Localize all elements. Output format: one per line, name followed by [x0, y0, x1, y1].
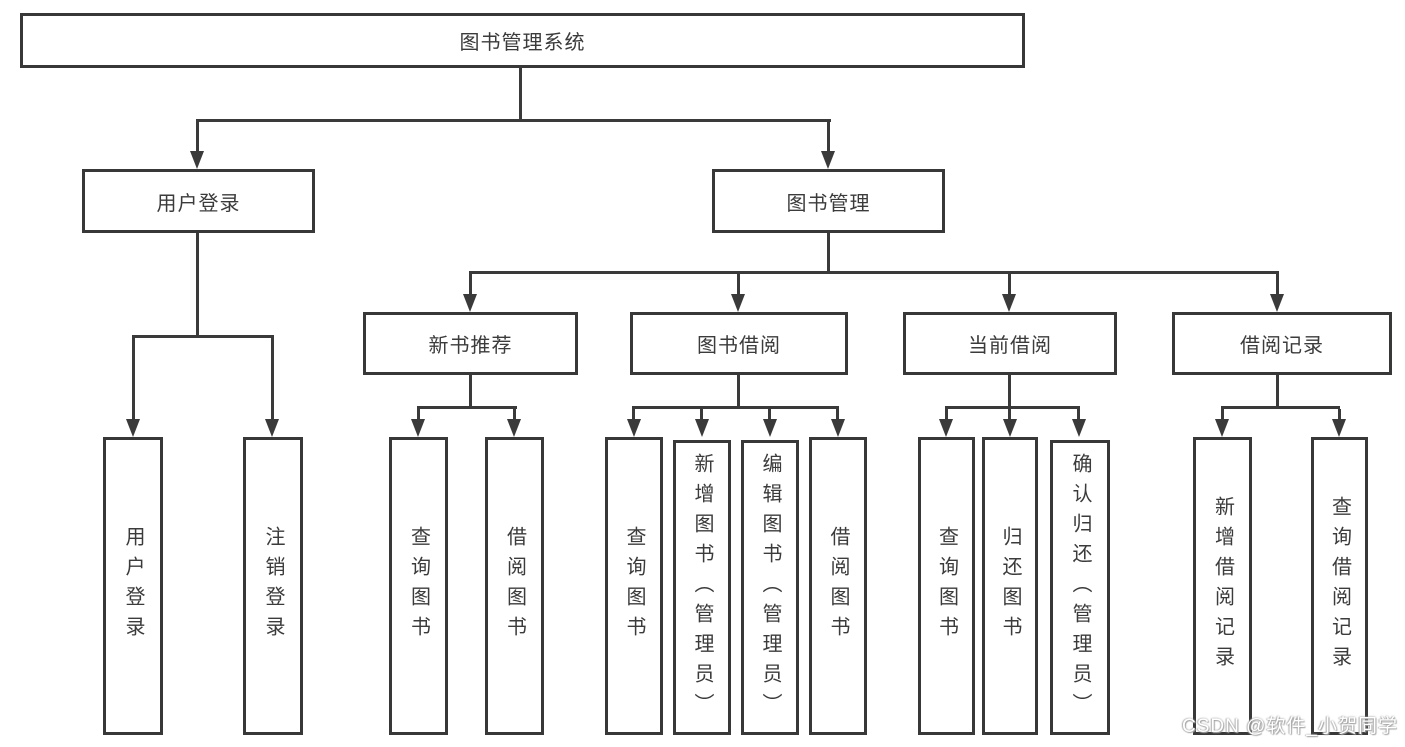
node-user-login: 用户登录: [82, 169, 315, 233]
leaf-newbook-query-label: 查询图书: [407, 526, 430, 646]
arrowhead-user-login: [190, 151, 204, 169]
edge-to-current-return: [1008, 409, 1011, 422]
arrowhead-current-confirm: [1072, 419, 1086, 437]
leaf-current-confirm-admin-label: 确认归还（管理员）: [1069, 452, 1091, 723]
node-book-management: 图书管理: [712, 169, 945, 233]
leaf-borrow-edit-admin-label: 编辑图书（管理员）: [759, 452, 781, 723]
leaf-borrow-add-admin-label: 新增图书（管理员）: [691, 452, 713, 723]
arrowhead-borrow-edit: [763, 419, 777, 437]
edge-newbook-drop: [469, 375, 472, 408]
edge-to-book-borrow: [737, 274, 740, 296]
node-borrow-records-label: 借阅记录: [1240, 335, 1324, 357]
leaf-newbook-borrow-label: 借阅图书: [503, 526, 526, 646]
edge-root-drop: [519, 68, 522, 122]
edge-records-drop: [1276, 375, 1279, 408]
arrowhead-current-borrow: [1002, 294, 1016, 312]
edge-to-current-borrow: [1008, 274, 1011, 296]
arrowhead-borrow-add: [695, 419, 709, 437]
edge-to-borrow-book: [836, 409, 839, 422]
leaf-logout: 注销登录: [243, 437, 303, 735]
leaf-user-login: 用户登录: [103, 437, 163, 735]
edge-user-login-rail: [132, 335, 274, 338]
leaf-current-query: 查询图书: [918, 437, 975, 735]
node-root-label: 图书管理系统: [459, 32, 586, 54]
edge-to-new-book: [469, 274, 472, 296]
edge-current-rail: [945, 406, 1080, 409]
leaf-current-return-label: 归还图书: [999, 526, 1021, 646]
edge-to-newbook-query: [417, 409, 420, 422]
edge-to-records-add: [1221, 409, 1224, 422]
leaf-logout-label: 注销登录: [262, 526, 284, 646]
edge-to-book-management: [827, 122, 830, 153]
edge-to-newbook-borrow: [513, 409, 516, 422]
arrowhead-newbook-borrow: [507, 419, 521, 437]
edge-to-current-query: [945, 409, 948, 422]
edge-level2-rail: [196, 119, 831, 122]
edge-to-leaf-login: [132, 338, 135, 421]
arrowhead-current-return: [1003, 419, 1017, 437]
edge-to-current-confirm: [1077, 409, 1080, 422]
edge-records-rail: [1221, 406, 1340, 409]
leaf-newbook-query: 查询图书: [389, 437, 448, 735]
edge-to-user-login: [196, 122, 199, 153]
leaf-current-confirm-admin: 确认归还（管理员）: [1050, 440, 1110, 735]
csdn-watermark: CSDN @软件_小贺同学: [1182, 716, 1398, 737]
arrowhead-borrow-records: [1270, 294, 1284, 312]
leaf-records-add: 新增借阅记录: [1193, 437, 1252, 735]
edge-borrow-drop: [737, 375, 740, 408]
arrowhead-records-add: [1215, 419, 1229, 437]
node-new-book-recommend: 新书推荐: [363, 312, 578, 375]
node-book-management-label: 图书管理: [786, 192, 871, 215]
edge-to-records-query: [1338, 409, 1341, 422]
arrowhead-book-management: [821, 151, 835, 169]
edge-current-drop: [1008, 375, 1011, 408]
arrowhead-borrow-query: [627, 419, 641, 437]
arrowhead-book-borrow: [731, 294, 745, 312]
arrowhead-records-query: [1332, 419, 1346, 437]
arrowhead-leaf-logout: [265, 419, 279, 437]
edge-to-borrow-edit: [768, 409, 771, 422]
arrowhead-borrow-book: [831, 419, 845, 437]
arrowhead-new-book: [463, 294, 477, 312]
arrowhead-current-query: [939, 419, 953, 437]
leaf-borrow-book: 借阅图书: [809, 437, 867, 735]
edge-to-leaf-logout: [271, 338, 274, 421]
edge-newbook-rail: [417, 406, 517, 409]
node-borrow-records: 借阅记录: [1172, 312, 1392, 375]
leaf-records-add-label: 新增借阅记录: [1211, 496, 1234, 676]
node-book-borrow: 图书借阅: [630, 312, 848, 375]
leaf-current-return: 归还图书: [982, 437, 1038, 735]
node-book-borrow-label: 图书借阅: [697, 335, 781, 357]
leaf-borrow-book-label: 借阅图书: [827, 526, 849, 646]
edge-borrow-rail: [632, 406, 839, 409]
arrowhead-leaf-login: [126, 419, 140, 437]
edge-to-borrow-query: [632, 409, 635, 422]
edge-to-borrow-records: [1276, 274, 1279, 296]
leaf-newbook-borrow: 借阅图书: [485, 437, 544, 735]
node-current-borrow-label: 当前借阅: [968, 335, 1052, 357]
arrowhead-newbook-query: [411, 419, 425, 437]
leaf-borrow-edit-admin: 编辑图书（管理员）: [741, 440, 799, 735]
edge-to-borrow-add: [700, 409, 703, 422]
leaf-current-query-label: 查询图书: [935, 526, 958, 646]
node-user-login-label: 用户登录: [156, 192, 241, 215]
leaf-records-query: 查询借阅记录: [1311, 437, 1368, 735]
leaf-user-login-label: 用户登录: [122, 526, 144, 646]
leaf-borrow-add-admin: 新增图书（管理员）: [673, 440, 731, 735]
node-new-book-recommend-label: 新书推荐: [428, 335, 513, 357]
leaf-records-query-label: 查询借阅记录: [1328, 496, 1351, 676]
edge-level3-rail: [469, 271, 1279, 274]
leaf-borrow-query: 查询图书: [605, 437, 663, 735]
node-current-borrow: 当前借阅: [903, 312, 1117, 375]
edge-user-login-drop: [196, 233, 199, 337]
node-root: 图书管理系统: [20, 13, 1025, 68]
leaf-borrow-query-label: 查询图书: [623, 526, 645, 646]
edge-book-mgmt-drop: [827, 233, 830, 273]
